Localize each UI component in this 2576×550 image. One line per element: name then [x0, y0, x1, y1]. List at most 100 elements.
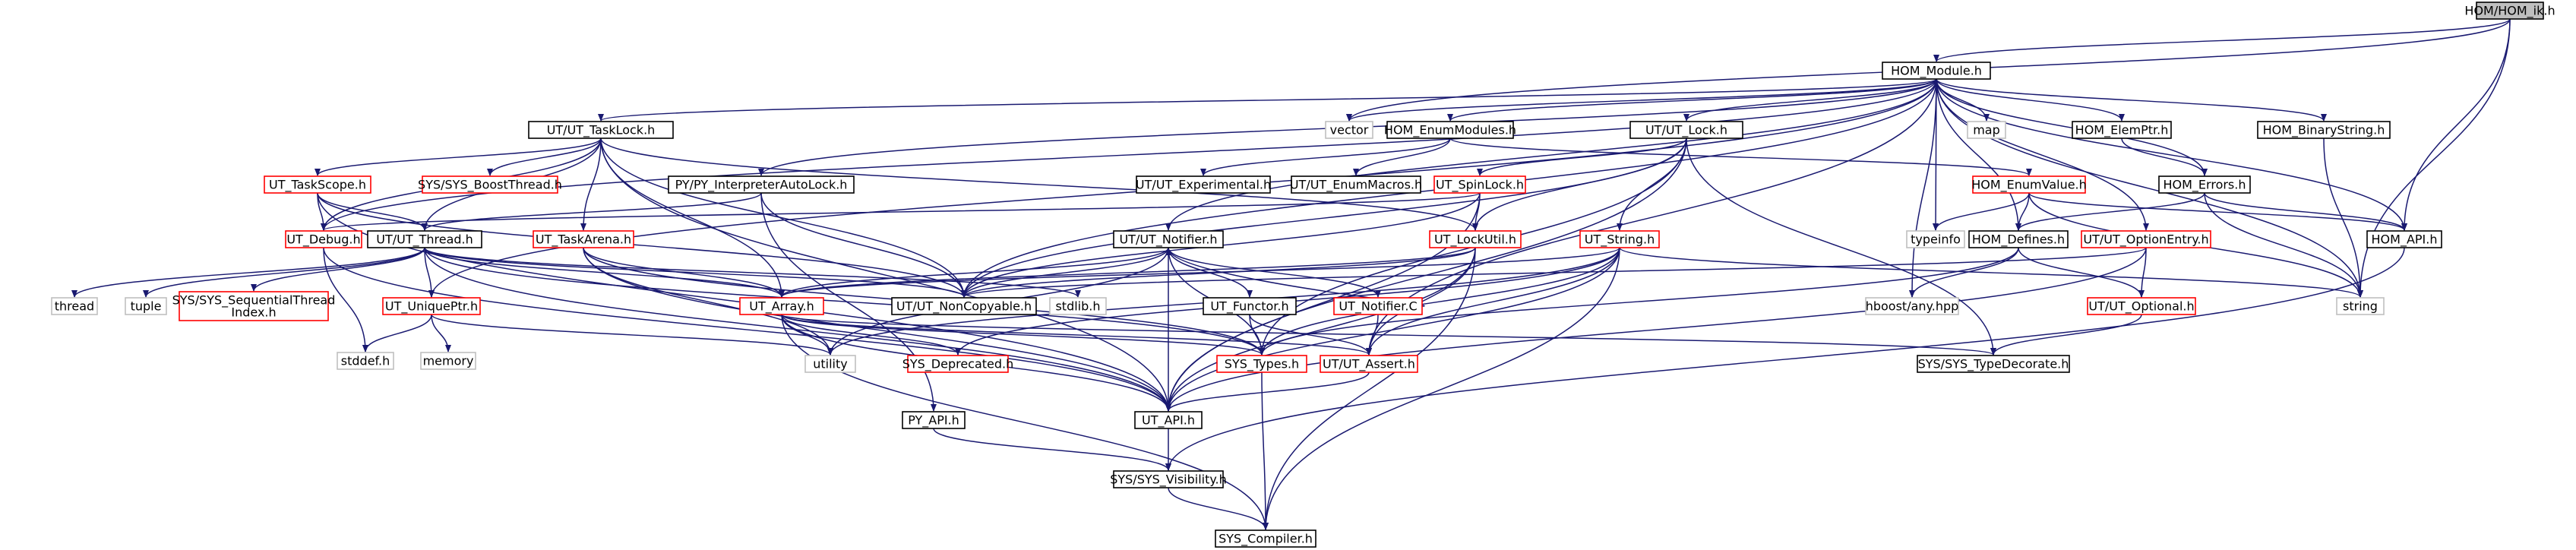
- edge-utstring-to-utarray: [779, 247, 1620, 298]
- node-utlock[interactable]: UT/UT_Lock.h: [1629, 121, 1743, 139]
- node-taskscope[interactable]: UT_TaskScope.h: [264, 175, 371, 194]
- node-functor[interactable]: UT_Functor.h: [1203, 297, 1297, 315]
- node-optionentry[interactable]: UT/UT_OptionEntry.h: [2081, 230, 2211, 248]
- node-box: [2366, 230, 2442, 248]
- node-label: HOM_EnumValue.h: [1971, 178, 2087, 193]
- node-hommod[interactable]: HOM_Module.h: [1882, 62, 1991, 80]
- edge-hommod-to-utlock: [1683, 78, 1937, 122]
- edge-utarray-to-typedecorate: [781, 314, 1996, 356]
- edge-errors-to-defines: [2015, 192, 2205, 231]
- node-debug[interactable]: UT_Debug.h: [285, 230, 362, 248]
- node-utarray[interactable]: UT_Array.h: [739, 297, 824, 315]
- edge-hommod-to-defines: [1936, 78, 2021, 231]
- edge-elemptr-to-errors: [2121, 138, 2208, 176]
- node-label: HOM_Defines.h: [1972, 232, 2065, 248]
- node-label: stddef.h: [341, 354, 390, 368]
- node-binstr[interactable]: HOM_BinaryString.h: [2257, 121, 2391, 139]
- node-label: UT_Notifier.C: [1339, 299, 1417, 315]
- edge-hommod-to-tasklock: [598, 78, 1937, 122]
- node-spinlock[interactable]: UT_SpinLock.h: [1433, 175, 1526, 194]
- node-label: UT_API.h: [1142, 413, 1195, 428]
- node-box: [533, 230, 634, 248]
- node-optional[interactable]: UT/UT_Optional.h: [2087, 297, 2196, 315]
- edge-utstring-to-string: [1619, 247, 2363, 298]
- node-systypes[interactable]: SYS_Types.h: [1216, 355, 1307, 373]
- node-taskarena[interactable]: UT_TaskArena.h: [533, 230, 634, 248]
- node-label: HOM/HOM_ik.h: [2464, 4, 2555, 19]
- node-label: HOM_ElemPtr.h: [2075, 123, 2169, 138]
- node-boostthread[interactable]: SYS/SYS_BoostThread.h: [418, 175, 562, 194]
- node-thread: thread: [51, 297, 98, 315]
- edge-optionentry-to-optional: [2138, 247, 2147, 298]
- node-box: [1049, 297, 1107, 315]
- node-box: [51, 297, 98, 315]
- node-visibility[interactable]: SYS/SYS_Visibility.h: [1110, 470, 1227, 488]
- node-experimental[interactable]: UT/UT_Experimental.h: [1136, 175, 1271, 194]
- node-errors[interactable]: HOM_Errors.h: [2158, 175, 2251, 194]
- edge-utthread-to-uniqueptr: [424, 247, 435, 298]
- node-label: typeinfo: [1911, 232, 1961, 247]
- node-label: SYS/SYS_Visibility.h: [1110, 473, 1227, 488]
- node-utapi[interactable]: UT_API.h: [1134, 411, 1203, 429]
- node-utstring[interactable]: UT_String.h: [1579, 230, 1660, 248]
- node-label: UT_Functor.h: [1210, 299, 1288, 315]
- node-box: [2336, 297, 2385, 315]
- node-box: [1203, 297, 1297, 315]
- edge-root-to-homapi: [2401, 18, 2511, 231]
- node-box: [337, 352, 394, 370]
- node-elemptr[interactable]: HOM_ElemPtr.h: [2072, 121, 2172, 139]
- node-label: UT_String.h: [1585, 232, 1655, 248]
- edge-utthread-to-tuple: [143, 247, 425, 298]
- node-label: memory: [423, 354, 474, 368]
- edge-notifier-to-utarray: [779, 247, 1169, 298]
- edge-hommod-to-binstr: [1936, 78, 2327, 122]
- node-notifierc[interactable]: UT_Notifier.C: [1333, 297, 1423, 315]
- node-enummods[interactable]: HOM_EnumModules.h: [1384, 121, 1516, 139]
- edge-debug-to-utapi: [323, 247, 1171, 412]
- node-label: stdlib.h: [1055, 299, 1100, 314]
- node-label: UT/UT_Thread.h: [376, 232, 473, 248]
- node-uniqueptr[interactable]: UT_UniquePtr.h: [382, 297, 481, 315]
- node-tuple: tuple: [125, 297, 167, 315]
- edge-tasklock-to-taskarena: [580, 138, 602, 231]
- node-box: [264, 175, 371, 194]
- node-enumvalue[interactable]: HOM_EnumValue.h: [1971, 175, 2087, 194]
- node-label: UT_Debug.h: [286, 232, 360, 248]
- node-deprecated[interactable]: SYS_Deprecated.h: [902, 355, 1014, 373]
- node-utassert[interactable]: UT/UT_Assert.h: [1320, 355, 1418, 373]
- node-lockutil[interactable]: UT_LockUtil.h: [1429, 230, 1522, 248]
- node-tasklock[interactable]: UT/UT_TaskLock.h: [528, 121, 674, 139]
- node-label: UT_Array.h: [749, 299, 814, 315]
- node-notifier[interactable]: UT/UT_Notifier.h: [1113, 230, 1224, 248]
- node-enummacros[interactable]: UT/UT_EnumMacros.h: [1290, 175, 1422, 194]
- node-utthread[interactable]: UT/UT_Thread.h: [367, 230, 482, 248]
- edge-uniqueptr-to-utility: [431, 314, 833, 356]
- node-label: hboost/any.hpp: [1866, 299, 1959, 314]
- node-noncopy[interactable]: UT/UT_NonCopyable.h: [891, 297, 1037, 315]
- node-box: [2072, 121, 2172, 139]
- node-label: HOM_Module.h: [1891, 64, 1982, 79]
- node-compiler[interactable]: SYS_Compiler.h: [1215, 529, 1316, 548]
- node-box: [528, 121, 674, 139]
- edge-uniqueptr-to-memory: [431, 314, 451, 352]
- node-pyinterp[interactable]: PY/PY_InterpreterAutoLock.h: [668, 175, 855, 194]
- edge-utthread-to-thread: [71, 247, 425, 298]
- edge-utlock-to-noncopy: [961, 138, 1687, 298]
- edge-hommod-to-notifier: [1165, 78, 1937, 231]
- node-typedecorate[interactable]: SYS/SYS_TypeDecorate.h: [1917, 355, 2070, 373]
- node-box: [1134, 411, 1203, 429]
- node-box: [1136, 175, 1271, 194]
- edge-binstr-to-string: [2323, 138, 2363, 298]
- edge-hommod-to-enummods: [1447, 78, 1937, 122]
- edge-functor-to-systypes: [1249, 314, 1265, 356]
- node-defines[interactable]: HOM_Defines.h: [1968, 230, 2069, 248]
- edge-lockutil-to-compiler: [1263, 247, 1476, 530]
- node-box: [422, 175, 558, 194]
- edge-enummods-to-enummacros: [1353, 138, 1451, 176]
- node-homapi[interactable]: HOM_API.h: [2366, 230, 2442, 248]
- node-pyapi[interactable]: PY_API.h: [902, 411, 966, 429]
- node-box: [1433, 175, 1526, 194]
- edge-enumvalue-to-typeinfo: [1933, 192, 2030, 231]
- node-root[interactable]: HOM/HOM_ik.h: [2464, 2, 2555, 20]
